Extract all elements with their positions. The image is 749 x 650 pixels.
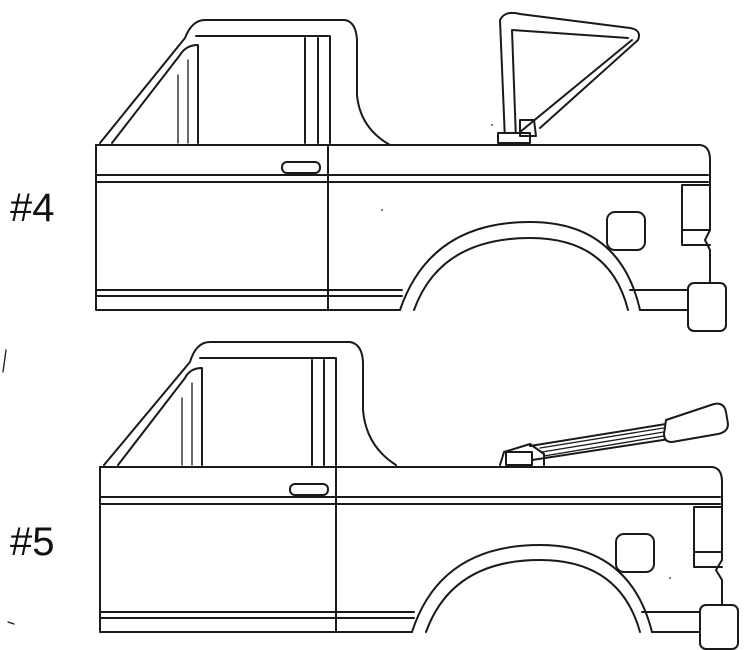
beltline-5: [99, 496, 721, 505]
truck-body-5: [99, 341, 739, 650]
wheel-arch-5: [411, 544, 653, 633]
a-pillar-5: [181, 382, 193, 466]
body-top-4: [95, 144, 711, 231]
body-bottom-rear-5: [641, 611, 703, 633]
hinge-strut-4: [519, 39, 633, 133]
body-top-5: [99, 466, 723, 561]
truck-body-4: [95, 11, 727, 332]
bumper-4: [687, 282, 727, 332]
door-window-4: [195, 35, 331, 144]
body-rear-4: [704, 229, 711, 286]
body-rear-5: [715, 559, 723, 611]
speck-4a: [381, 209, 383, 211]
beltline-4: [95, 174, 709, 183]
hinge-base-4: [497, 132, 531, 144]
cab-outline-5: [103, 341, 397, 466]
scan-mark-1: [2, 349, 7, 373]
hinge-frame-4: [499, 11, 640, 141]
hinge-clip-5: [505, 451, 533, 466]
hinge-handle-5: [663, 402, 729, 443]
scan-mark-2: [7, 621, 15, 625]
fuel-door-5: [615, 533, 655, 573]
body-front-5: [99, 466, 413, 633]
speck-5a: [669, 577, 671, 579]
door-window-5: [199, 357, 337, 466]
fuel-door-4: [606, 211, 646, 251]
figure-label-5: #5: [10, 520, 55, 564]
figure-label-4: #4: [10, 186, 55, 230]
wheel-arch-inner-4: [413, 237, 629, 311]
door-handle-5: [289, 483, 329, 496]
tail-light-4: [681, 184, 711, 246]
windshield-4: [111, 44, 199, 144]
hinge-frame-inner-4: [511, 29, 629, 141]
rocker-5: [99, 611, 415, 619]
body-bottom-rear-4: [629, 289, 691, 311]
speck-4b: [491, 124, 493, 126]
cab-outline-4: [99, 19, 391, 146]
a-pillar-4: [177, 59, 189, 144]
rocker-4: [95, 289, 403, 297]
bumper-5: [699, 604, 739, 650]
hinge-strut-5: [529, 422, 677, 461]
windshield-5: [117, 367, 203, 466]
door-handle-4: [281, 161, 321, 174]
hinge-clip-4: [519, 119, 537, 137]
tail-light-5: [693, 506, 723, 568]
wheel-arch-4: [399, 221, 641, 311]
wheel-arch-inner-5: [425, 559, 641, 633]
body-front-4: [95, 144, 401, 311]
